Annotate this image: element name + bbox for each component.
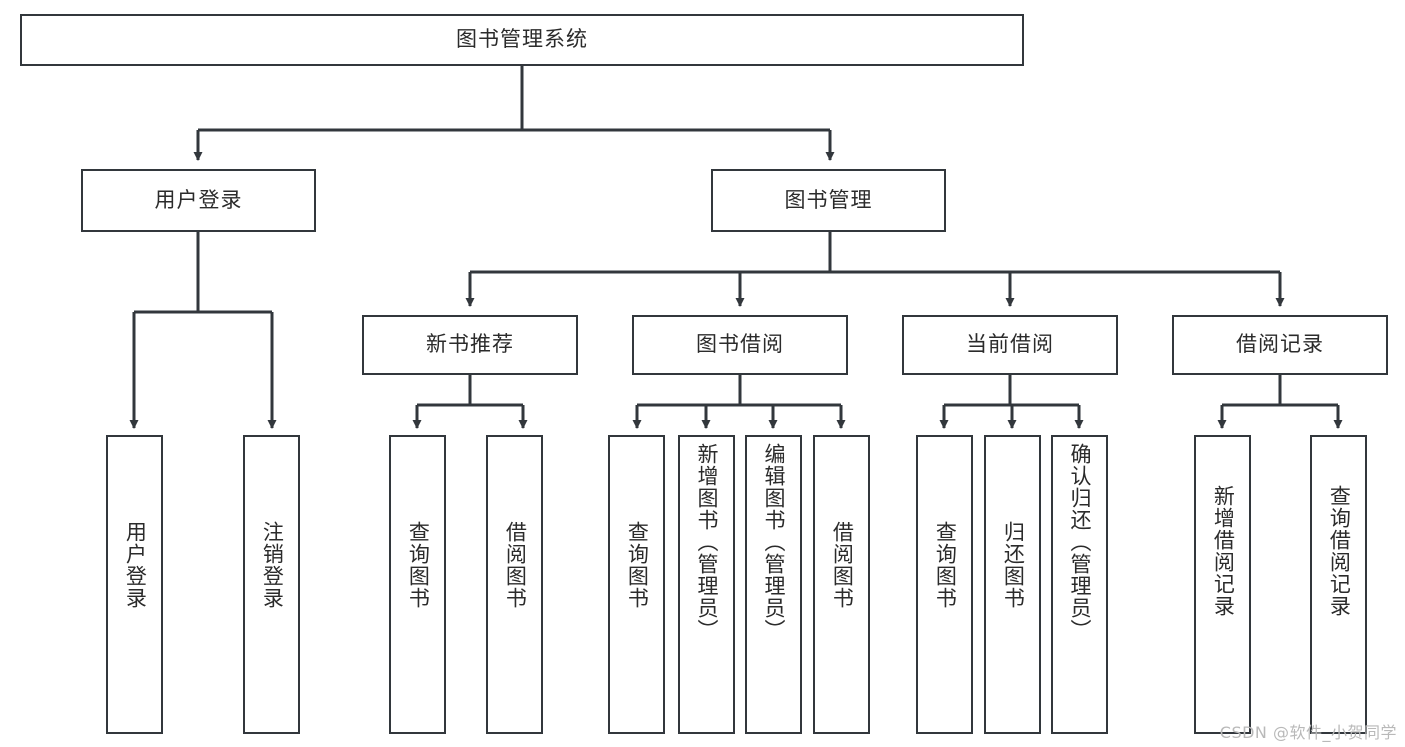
node-label: 新书推荐 [426, 332, 514, 357]
node-book-management[interactable]: 图书管理 [711, 169, 946, 232]
node-leaf-borrow-book-2[interactable]: 借阅图书 [813, 435, 870, 734]
node-leaf-query-record[interactable]: 查询借阅记录 [1310, 435, 1367, 734]
node-leaf-user-logout[interactable]: 注销登录 [243, 435, 300, 734]
node-user-login[interactable]: 用户登录 [81, 169, 316, 232]
node-label: 注销登录 [260, 521, 285, 609]
node-label: 新增图书（管理员） [694, 443, 719, 641]
csdn-watermark: CSDN @软件_小贺同学 [1219, 723, 1397, 742]
node-leaf-confirm-return[interactable]: 确认归还（管理员） [1051, 435, 1108, 734]
node-borrow-record[interactable]: 借阅记录 [1172, 315, 1388, 375]
node-label: 用户登录 [154, 187, 243, 212]
node-label: 图书借阅 [696, 332, 784, 357]
node-label: 查询图书 [406, 521, 431, 609]
node-label: 查询图书 [625, 521, 650, 609]
node-book-borrow[interactable]: 图书借阅 [632, 315, 848, 375]
node-leaf-query-book-2[interactable]: 查询图书 [608, 435, 665, 734]
node-current-borrow[interactable]: 当前借阅 [902, 315, 1118, 375]
node-leaf-borrow-book-1[interactable]: 借阅图书 [486, 435, 543, 734]
node-label: 图书管理 [784, 187, 873, 212]
node-label: 借阅记录 [1236, 332, 1324, 357]
node-leaf-user-login[interactable]: 用户登录 [106, 435, 163, 734]
node-label: 归还图书 [1001, 521, 1026, 609]
node-leaf-edit-book[interactable]: 编辑图书（管理员） [745, 435, 802, 734]
node-label: 借阅图书 [503, 521, 528, 609]
node-leaf-add-record[interactable]: 新增借阅记录 [1194, 435, 1251, 734]
node-label: 查询借阅记录 [1327, 485, 1352, 617]
node-label: 用户登录 [123, 521, 148, 609]
node-system-root[interactable]: 图书管理系统 [20, 14, 1024, 66]
node-leaf-add-book[interactable]: 新增图书（管理员） [678, 435, 735, 734]
node-label: 新增借阅记录 [1211, 485, 1236, 617]
node-label: 借阅图书 [830, 521, 855, 609]
node-leaf-query-book-1[interactable]: 查询图书 [389, 435, 446, 734]
node-label: 查询图书 [933, 521, 958, 609]
node-label: 编辑图书（管理员） [761, 443, 786, 641]
node-new-book-recommend[interactable]: 新书推荐 [362, 315, 578, 375]
node-label: 图书管理系统 [456, 27, 588, 52]
node-leaf-query-book-3[interactable]: 查询图书 [916, 435, 973, 734]
node-leaf-return-book[interactable]: 归还图书 [984, 435, 1041, 734]
node-label: 确认归还（管理员） [1067, 443, 1092, 641]
node-label: 当前借阅 [966, 332, 1054, 357]
